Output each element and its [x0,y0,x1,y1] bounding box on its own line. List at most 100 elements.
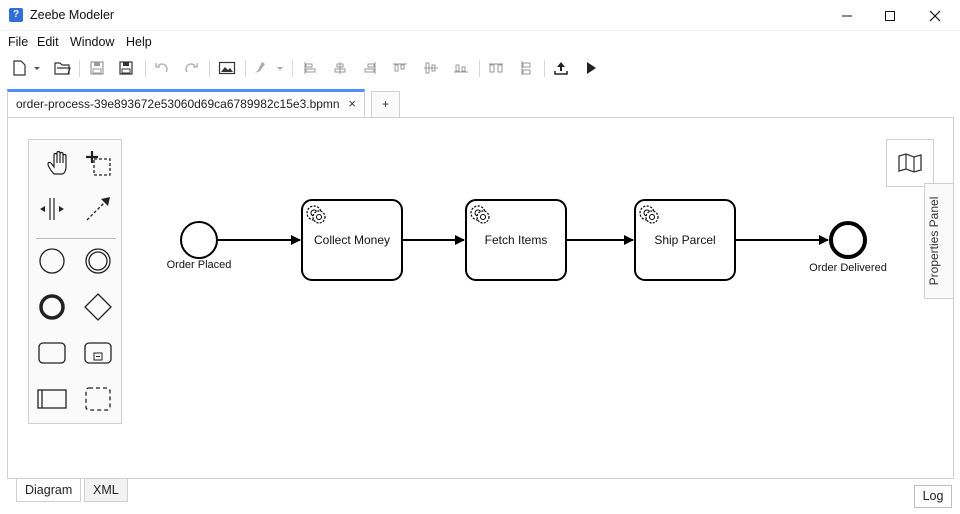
map-icon [898,153,922,173]
service-task[interactable]: Fetch Items [465,199,567,281]
hand-icon [47,150,67,175]
tab-label: order-process-39e893672e53060d69ca678998… [16,97,340,111]
start-event[interactable] [180,221,218,259]
tab-xml[interactable]: XML [84,479,128,502]
space-icon [40,198,64,220]
gear-icon [312,210,326,224]
minimize-button[interactable] [824,0,870,31]
undo-button[interactable] [150,56,174,80]
color-picker-button[interactable] [251,56,285,80]
file-tabs: order-process-39e893672e53060d69ca678998… [0,86,960,117]
gateway-icon [84,293,112,321]
create-end-event[interactable] [35,290,69,324]
deploy-icon [554,62,568,75]
hand-tool[interactable] [42,146,76,180]
create-intermediate-event[interactable] [81,244,115,278]
distribute-vertical-button[interactable] [514,56,538,80]
menu-edit[interactable]: Edit [37,35,59,49]
undo-icon [155,63,168,73]
connect-arrow-icon [86,197,110,221]
global-connect-tool[interactable] [81,192,115,226]
align-middle-icon [424,62,438,74]
align-top-icon [393,63,407,72]
create-gateway[interactable] [81,290,115,324]
redo-button[interactable] [179,56,203,80]
new-file-button[interactable] [8,56,42,80]
create-start-event[interactable] [35,244,69,278]
tab-diagram[interactable]: Diagram [16,479,82,502]
log-button[interactable]: Log [914,485,952,508]
save-as-icon [119,61,133,75]
pool-icon [37,389,67,409]
align-bottom-icon [454,64,468,73]
maximize-icon [885,10,895,21]
close-icon [929,10,941,21]
lasso-icon [86,151,111,176]
properties-panel-toggle[interactable]: Properties Panel [924,183,953,299]
create-group[interactable] [81,382,115,416]
task-label: Fetch Items [485,233,548,247]
distribute-horizontal-button[interactable] [484,56,508,80]
deploy-button[interactable] [549,56,573,80]
align-right-button[interactable] [358,56,382,80]
save-as-button[interactable] [114,56,138,80]
service-task[interactable]: Collect Money [301,199,403,281]
distribute-horizontal-icon [489,63,503,73]
diagram-canvas[interactable]: Order Placed Collect Money Fe [7,117,954,479]
open-folder-icon [54,62,71,75]
subprocess-icon [84,342,112,364]
start-event-label: Order Placed [167,259,232,271]
export-image-icon [218,61,236,75]
menu-file[interactable]: File [8,35,29,49]
start-instance-icon [587,62,596,74]
distribute-vertical-icon [521,61,531,75]
open-file-button[interactable] [50,56,74,80]
space-tool[interactable] [35,192,69,226]
align-center-button[interactable] [328,56,352,80]
task-label: Ship Parcel [654,233,715,247]
save-button[interactable] [85,56,109,80]
add-tab-button[interactable]: + [371,91,400,117]
menu-bar: File Edit Window Help [0,31,960,53]
group-icon [85,387,111,411]
tab-order-process[interactable]: order-process-39e893672e53060d69ca678998… [7,89,365,117]
start-event-icon [39,248,65,274]
title-bar: ? Zeebe Modeler [0,0,960,31]
create-subprocess[interactable] [81,336,115,370]
end-event-icon [39,294,65,320]
properties-panel-label: Properties Panel [927,196,941,286]
align-left-icon [304,62,316,74]
start-instance-button[interactable] [579,56,603,80]
minimap-toggle[interactable] [886,139,934,187]
end-event[interactable] [829,221,867,259]
menu-help[interactable]: Help [126,35,152,49]
task-label: Collect Money [314,233,390,247]
menu-window[interactable]: Window [70,35,115,49]
maximize-button[interactable] [867,0,913,31]
align-top-button[interactable] [388,56,412,80]
save-icon [90,61,104,75]
lasso-tool[interactable] [81,146,115,180]
redo-icon [185,63,198,73]
tool-palette [28,139,122,424]
zeebe-logo-icon: ? [9,8,23,22]
align-bottom-button[interactable] [449,56,473,80]
align-right-icon [364,62,376,74]
toolbar [0,53,960,83]
palette-divider [36,238,116,239]
bpmn-diagram: Order Placed Collect Money Fe [167,199,887,281]
minimize-icon [842,15,852,16]
close-window-button[interactable] [912,0,958,31]
end-event-label: Order Delivered [809,262,887,274]
tab-close-icon[interactable]: × [348,96,356,111]
create-task[interactable] [35,336,69,370]
align-left-button[interactable] [298,56,322,80]
intermediate-event-icon [85,248,111,274]
service-task[interactable]: Ship Parcel [634,199,736,281]
color-brush-icon [255,62,283,73]
task-icon [38,342,66,364]
export-image-button[interactable] [215,56,239,80]
window-title: Zeebe Modeler [30,8,115,22]
create-pool[interactable] [35,382,69,416]
align-middle-button[interactable] [419,56,443,80]
